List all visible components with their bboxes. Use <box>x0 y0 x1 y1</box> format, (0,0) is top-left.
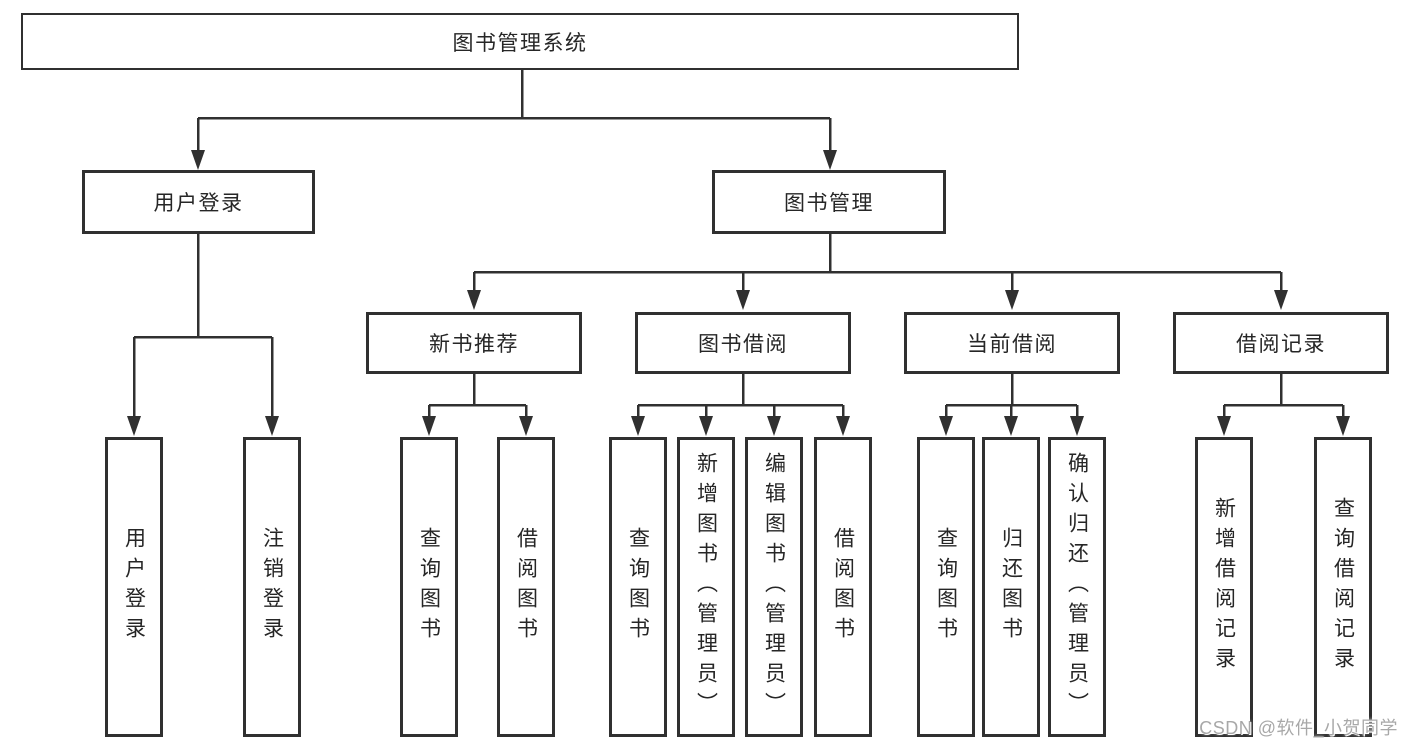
node-label: 新书推荐 <box>429 333 519 356</box>
leaf-add-borrow-record: 新增借阅记录 <box>1195 437 1253 737</box>
arrowheads <box>127 150 1350 436</box>
leaf-label: 注销登录 <box>260 527 284 647</box>
node-borrow-records: 借阅记录 <box>1173 312 1389 374</box>
leaf-borrow-books: 借阅图书 <box>814 437 872 737</box>
leaf-logout-login: 注销登录 <box>243 437 301 737</box>
leaf-label: 借阅图书 <box>514 527 538 647</box>
leaf-label: 编辑图书（管理员） <box>762 452 786 722</box>
leaf-label: 查询图书 <box>417 527 441 647</box>
leaf-confirm-return-admin: 确认归还（管理员） <box>1048 437 1106 737</box>
leaf-label: 借阅图书 <box>831 527 855 647</box>
node-label: 图书借阅 <box>698 333 788 356</box>
leaf-user-login: 用户登录 <box>105 437 163 737</box>
leaf-label: 新增图书（管理员） <box>694 452 718 722</box>
leaf-query-borrow-record: 查询借阅记录 <box>1314 437 1372 737</box>
node-label: 用户登录 <box>153 192 244 215</box>
node-label: 借阅记录 <box>1236 333 1326 356</box>
node-book-management: 图书管理 <box>712 170 946 234</box>
leaf-label: 查询图书 <box>626 527 650 647</box>
node-new-book-recommend: 新书推荐 <box>366 312 582 374</box>
leaf-edit-books-admin: 编辑图书（管理员） <box>745 437 803 737</box>
leaf-current-query-books: 查询图书 <box>917 437 975 737</box>
leaf-label: 归还图书 <box>999 527 1023 647</box>
csdn-watermark: CSDN @软件_小贺同学 <box>1199 718 1398 738</box>
node-label: 图书管理 <box>784 192 874 215</box>
node-book-borrow: 图书借阅 <box>635 312 851 374</box>
leaf-recommend-borrow-books: 借阅图书 <box>497 437 555 737</box>
leaf-label: 用户登录 <box>122 527 146 647</box>
leaf-return-books: 归还图书 <box>982 437 1040 737</box>
leaf-label: 确认归还（管理员） <box>1065 452 1089 722</box>
leaf-label: 查询借阅记录 <box>1331 497 1355 677</box>
leaf-borrow-query-books: 查询图书 <box>609 437 667 737</box>
leaf-label: 查询图书 <box>934 527 958 647</box>
leaf-label: 新增借阅记录 <box>1212 497 1236 677</box>
node-label: 当前借阅 <box>967 333 1057 356</box>
node-current-borrow: 当前借阅 <box>904 312 1120 374</box>
node-label: 图书管理系统 <box>452 31 588 55</box>
leaf-recommend-query-books: 查询图书 <box>400 437 458 737</box>
node-user-login: 用户登录 <box>82 170 315 234</box>
leaf-add-books-admin: 新增图书（管理员） <box>677 437 735 737</box>
node-library-management-system: 图书管理系统 <box>21 13 1019 70</box>
